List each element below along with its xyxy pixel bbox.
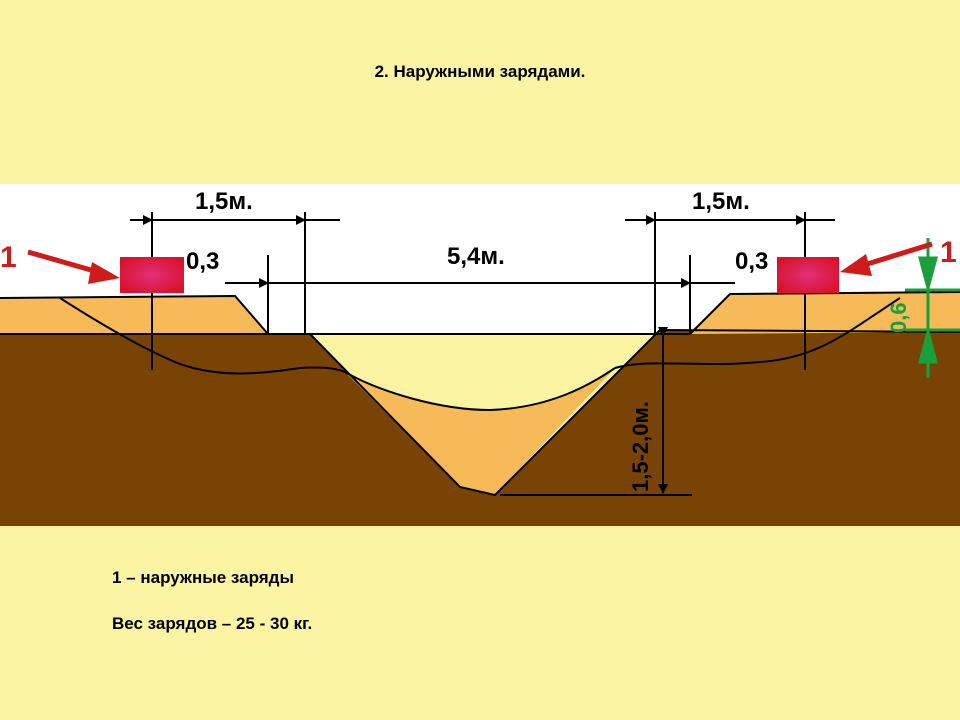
page-title: 2. Наружными зарядами. — [374, 62, 586, 81]
charge-marker-left: 1 — [0, 241, 17, 274]
soil-light-crater — [345, 368, 615, 495]
charge-depth-label: 0,6 — [886, 302, 911, 333]
legend-item-charges: 1 – наружные заряды — [112, 568, 294, 587]
span-label: 5,4м. — [447, 243, 505, 270]
width-right-label: 1,5м. — [692, 188, 750, 215]
offset-right-label: 0,3 — [735, 248, 768, 275]
soil-light-left — [0, 296, 268, 334]
legend-item-weight: Вес зарядов – 25 - 30 кг. — [112, 614, 313, 633]
charge-marker-right: 1 — [940, 236, 957, 269]
dimension-lines — [130, 212, 835, 496]
soil-light-right — [690, 292, 960, 334]
charge-arrows — [27, 241, 933, 284]
charge-left — [120, 257, 184, 293]
outline-lines — [0, 291, 960, 497]
width-left-label: 1,5м. — [195, 188, 253, 215]
soil-dark — [0, 330, 960, 526]
offset-left-label: 0,3 — [186, 248, 219, 275]
charge-right — [777, 257, 839, 293]
depth-label: 1,5-2,0м. — [628, 401, 653, 492]
charge-depth-dimension — [905, 238, 960, 378]
